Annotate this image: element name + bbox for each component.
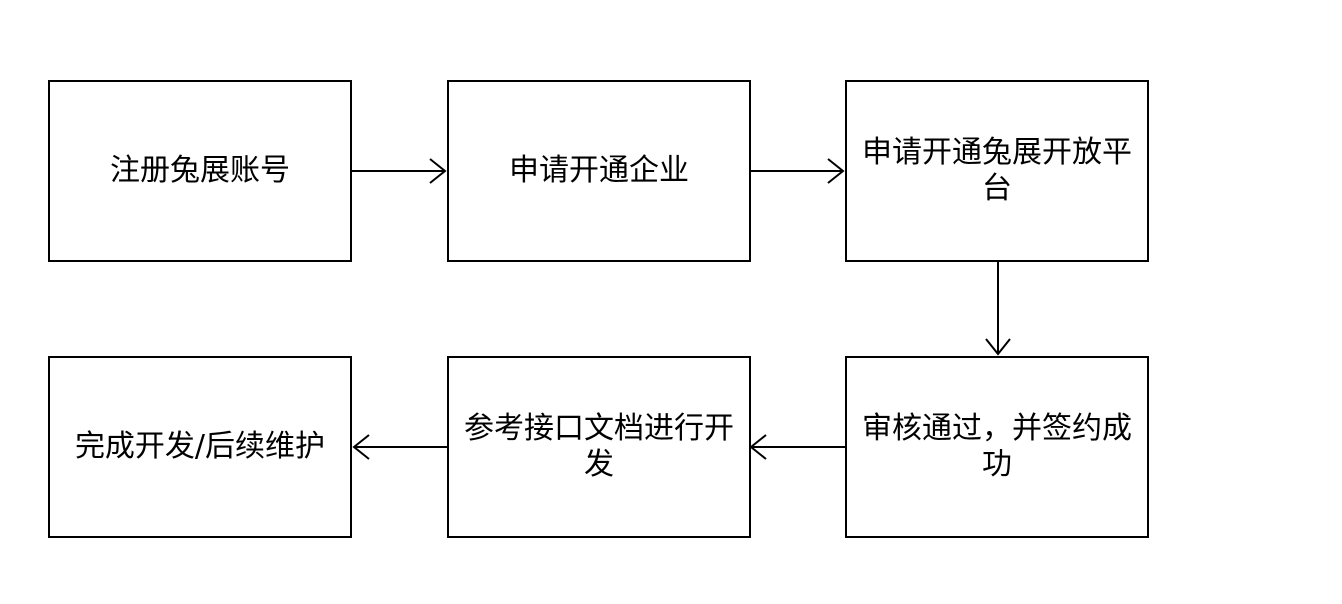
- step-label: 完成开发/后续维护: [74, 429, 326, 464]
- step-label: 申请开通兔展开放平台: [862, 135, 1132, 206]
- arrow-step4-to-step5: [749, 434, 845, 460]
- step-apply-open-platform: 申请开通兔展开放平台: [845, 80, 1149, 262]
- step-label: 参考接口文档进行开发: [464, 411, 734, 482]
- step-register-account: 注册兔展账号: [48, 80, 352, 262]
- arrow-step3-to-step4: [985, 262, 1011, 356]
- step-develop-with-docs: 参考接口文档进行开发: [447, 356, 751, 538]
- arrow-step1-to-step2: [352, 158, 447, 184]
- step-label: 申请开通企业: [509, 153, 689, 188]
- step-apply-enterprise: 申请开通企业: [447, 80, 751, 262]
- step-complete-maintain: 完成开发/后续维护: [48, 356, 352, 538]
- arrow-step2-to-step3: [751, 158, 845, 184]
- step-label: 注册兔展账号: [110, 153, 290, 188]
- arrow-step5-to-step6: [352, 434, 447, 460]
- step-label: 审核通过，并签约成功: [862, 411, 1132, 482]
- step-approval-signing: 审核通过，并签约成功: [845, 356, 1149, 538]
